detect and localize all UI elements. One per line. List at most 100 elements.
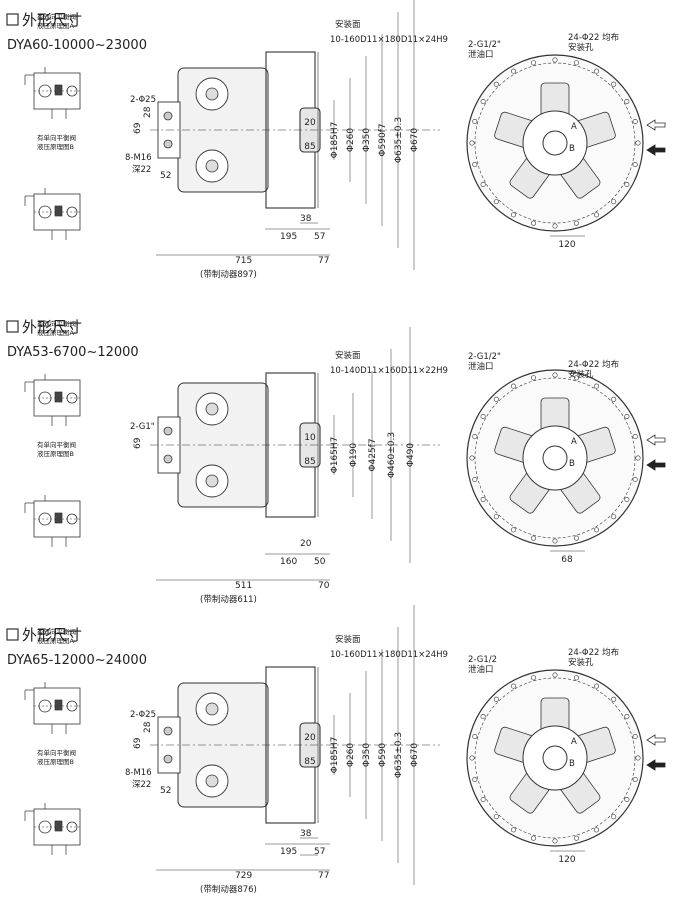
rotation-arrows [646,434,666,471]
vertical-dim-1: 69 [133,122,143,134]
vertical-dim-2: 28 [143,721,153,733]
diameter-dim-5: Φ490 [406,443,416,468]
schematic-a: 有双向平衡阀液压原理图A [24,12,81,119]
port-spacing-dim: 120 [558,855,575,865]
diameter-dim-2: Φ260 [346,743,356,768]
mounting-holes-label: 24-Φ22 均布安装孔 [568,32,619,53]
port-spec: 2-Φ25 [130,95,156,105]
port-a-label: A [571,437,577,447]
dim-lower-overall: 729 [235,871,252,881]
mounting-face-label: 安装面 [335,350,361,361]
spline-spec: 10-160D11×180D11×24H9 [330,35,448,45]
rotation-arrows [646,119,666,156]
model-name: DYA60-10000~23000 [7,38,147,53]
mounting-holes-label: 24-Φ22 均布安装孔 [568,359,619,380]
pocket-dim-2: 85 [304,457,315,467]
schematic-caption: 有双向平衡阀液压原理图A [37,319,76,337]
side-view: 安装面 10-160D11×180D11×24H9 2-Φ25 8-M16 深22 692… [125,0,448,280]
brake-length: (带制动器876) [200,884,257,895]
diameter-dim-3: Φ425f7 [368,438,378,471]
vertical-dim-1: 69 [133,437,143,449]
dim-lower-1: 38 [300,829,312,839]
dim-lower-5: 70 [318,581,330,591]
diameter-dim-1: Φ185H7 [330,122,340,159]
port-a-label: A [571,737,577,747]
dim-lower-2: 195 [280,847,297,857]
schematic-caption: 有双向平衡阀液压原理图A [37,12,76,30]
front-view: 2-G1/2"泄油口 24-Φ22 均布安装孔 A B 68 [466,352,644,565]
diameter-dim-4: Φ590 [378,743,388,768]
section-3: 外形尺寸 DYA65-12000~24000 有双向平衡阀液压原理图A 有单向平衡阀液… [6,605,666,895]
port-spec: 2-Φ25 [130,710,156,720]
vertical-dim-3: 52 [160,786,171,796]
schematic-caption: 有单向平衡阀液压原理图B [37,748,76,766]
rotation-arrows [646,734,666,771]
port-b-label: B [569,759,575,769]
side-view: 安装面 10-160D11×180D11×24H9 2-Φ25 8-M16 深22 692… [125,605,448,895]
diameter-dim-2: Φ260 [346,128,356,153]
dim-lower-2: 195 [280,232,297,242]
diameter-dim-3: Φ350 [362,128,372,153]
thread-depth: 深22 [132,165,151,175]
port-b-label: B [569,459,575,469]
dim-lower-overall: 715 [235,256,252,266]
drain-port-label: 2-G1/2"泄油口 [468,40,501,60]
schematic-b: 有单向平衡阀液压原理图B [24,133,81,240]
section-title: 外形尺寸 [22,626,82,644]
brake-length: (带制动器611) [200,594,257,605]
side-view: 安装面 10-140D11×160D11×22H9 2-G1" 69 10 85 Φ165H… [130,327,448,856]
dim-lower-5: 77 [318,871,329,881]
schematic-b: 有单向平衡阀液压原理图B [24,748,81,855]
model-name: DYA65-12000~24000 [7,653,147,668]
thread-spec: 8-M16 [125,153,152,163]
diameter-dim-6: Φ670 [410,128,420,153]
vertical-dim-2: 28 [143,106,153,118]
section-title: 外形尺寸 [22,11,82,29]
diameter-dim-5: Φ635±0.3 [394,117,404,163]
port-spacing-dim: 68 [561,555,573,565]
diameter-dim-6: Φ670 [410,743,420,768]
dim-lower-3: 57 [314,232,325,242]
section-title: 外形尺寸 [22,318,82,336]
diameter-dim-3: Φ350 [362,743,372,768]
schematic-caption: 有单向平衡阀液压原理图B [37,133,76,151]
diameter-dim-1: Φ165H7 [330,437,340,474]
diameter-dim-5: Φ635±0.3 [394,732,404,778]
schematic-caption: 有双向平衡阀液压原理图A [37,627,76,645]
model-name: DYA53-6700~12000 [7,345,139,360]
spline-spec: 10-140D11×160D11×22H9 [330,366,448,376]
section-2: 外形尺寸 DYA53-6700~12000 有双向平衡阀液压原理图A 有单向平衡阀液压… [6,318,666,856]
pocket-dim-2: 85 [304,142,315,152]
thread-spec: 8-M16 [125,768,152,778]
schematic-b: 有单向平衡阀液压原理图B [24,440,81,547]
schematic-a: 有双向平衡阀液压原理图A [24,319,81,426]
vertical-dim-1: 69 [133,737,143,749]
spline-spec: 10-160D11×180D11×24H9 [330,650,448,660]
pocket-dim-1: 10 [304,433,316,443]
dim-lower-1: 20 [300,539,312,549]
diameter-dim-2: Φ190 [349,443,359,468]
mounting-face-label: 安装面 [335,19,361,30]
section-1: 外形尺寸 DYA60-10000~23000 有双向平衡阀液压原理图A 有单向平衡阀液… [6,0,666,280]
drain-port-label: 2-G1/2"泄油口 [468,352,501,372]
diameter-dim-4: Φ460±0.3 [387,432,397,478]
schematic-a: 有双向平衡阀液压原理图A [24,627,81,734]
pocket-dim-2: 85 [304,757,315,767]
dim-lower-2: 160 [280,557,297,567]
diameter-dim-1: Φ185H7 [330,737,340,774]
mounting-face-label: 安装面 [335,634,361,645]
port-a-label: A [571,122,577,132]
vertical-dim-3: 52 [160,171,171,181]
thread-depth: 深22 [132,780,151,790]
dim-lower-5: 77 [318,256,329,266]
dim-lower-overall: 511 [235,581,252,591]
dim-lower-1: 38 [300,214,312,224]
dim-lower-3: 50 [314,557,326,567]
port-spec: 2-G1" [130,422,155,432]
port-b-label: B [569,144,575,154]
brake-length: (带制动器897) [200,269,257,280]
